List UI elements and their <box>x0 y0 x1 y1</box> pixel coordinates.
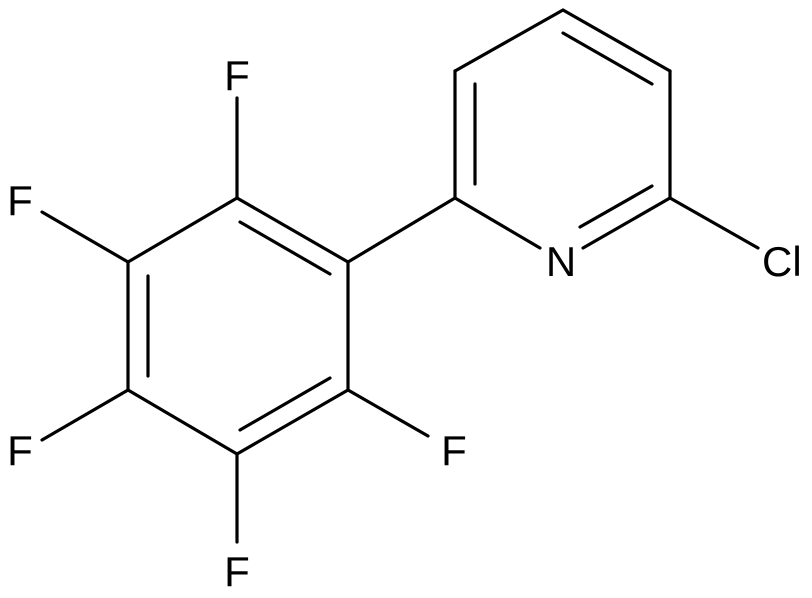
atom-label-f-bottom: F <box>224 548 250 595</box>
atom-label-f-left-lower: F <box>7 427 33 474</box>
atom-label-f-right: F <box>441 427 467 474</box>
bond-c6-c1 <box>126 196 239 264</box>
bond-c5-f-left-lower <box>40 388 130 442</box>
pentafluorophenyl-ring <box>126 196 350 456</box>
bond-c6-f-left-upper <box>40 210 130 264</box>
atom-label-f-left-upper: F <box>7 177 33 224</box>
fluorine-bonds <box>40 96 430 544</box>
bond-c3-c4-inner <box>238 376 332 432</box>
atom-label-nitrogen: N <box>546 238 576 285</box>
bond-n-p2 <box>453 196 542 250</box>
bond-biaryl <box>346 196 457 264</box>
bond-c1-c2-inner <box>238 220 332 276</box>
bond-c1-c2 <box>235 196 350 264</box>
bond-p4-p5-inner <box>561 31 654 86</box>
bond-c4-c5 <box>126 388 239 456</box>
pyridine-ring <box>453 8 672 250</box>
bond-p4-p5 <box>561 8 672 73</box>
bond-c3-f-right <box>346 388 430 438</box>
atom-label-chlorine: Cl <box>762 238 802 285</box>
bond-p6-n <box>581 196 672 250</box>
atom-label-f-top: F <box>224 52 250 99</box>
bond-c-cl <box>668 196 760 250</box>
bond-p6-n-inner <box>578 184 654 229</box>
bond-c3-c4 <box>235 388 350 456</box>
bond-p3-p4 <box>453 8 565 73</box>
